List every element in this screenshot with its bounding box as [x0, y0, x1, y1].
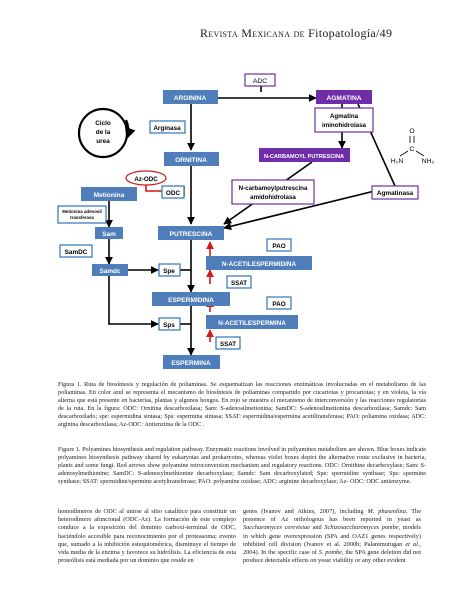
- arrow-samdc-sps: [108, 276, 159, 328]
- pao-label-1: PAO: [272, 243, 285, 250]
- agmatina-label: AGMATINA: [326, 95, 361, 102]
- arginasa-box: [149, 120, 186, 134]
- metionina-adenosil-line2: transferasa: [70, 215, 94, 220]
- spe-label: Spe: [163, 268, 175, 275]
- agmatinasa-box: [371, 185, 419, 200]
- arginina-label: ARGININA: [174, 95, 207, 102]
- odc-box: [161, 185, 185, 199]
- journal-name: Revista Mexicana de: [200, 26, 309, 40]
- n-carbamoyl-putrescina-label: N-CARBAMOYL PUTRESCINA: [264, 154, 344, 160]
- ornitina-label: ORNITINA: [175, 157, 207, 164]
- ssat-label-2: SSAT: [220, 341, 236, 348]
- amidohidrolasa-line2: amidohidrolasa: [250, 194, 296, 201]
- urea-carbon: C: [410, 146, 415, 153]
- espermidina-label: ESPERMIDINA: [168, 297, 214, 304]
- n-acetilespermidina-label: N-ACETILESPERMIDINA: [222, 261, 297, 268]
- ssat-label-1: SSAT: [231, 280, 247, 287]
- n-acetilespermina-label: N-ACETILESPERMINA: [218, 320, 286, 327]
- pao-box-2: [266, 296, 292, 310]
- spe-box: [158, 263, 181, 277]
- espermina-node: [163, 355, 220, 369]
- urea-nh2: NH₂: [422, 158, 435, 165]
- figure-caption-english: Figure 1. Polyamines biosynthesis and re…: [58, 446, 426, 486]
- odc-label: ODC: [166, 190, 181, 197]
- urea-cycle-line1: Ciclo: [95, 120, 111, 127]
- pao-label-2: PAO: [272, 301, 285, 308]
- polyamine-pathway-diagram: ADC ARGININA AGMATINA Agmatina iminohidr…: [57, 73, 435, 369]
- metionina-label: Metionina: [94, 192, 125, 199]
- az-odc-connector: [145, 185, 166, 192]
- adc-label: ADC: [253, 78, 267, 85]
- pao-box-1: [266, 238, 292, 252]
- right-species-2a: Saccharomyces cerevisiae: [243, 524, 310, 532]
- amidohidrolasa-line1: N-carbamoylputrescina: [239, 185, 308, 192]
- ssat-box-2: [215, 336, 241, 350]
- journal-page: Fitopatología/49: [308, 26, 393, 40]
- figure-caption-spanish: Figura 1. Ruta de biosíntesis y regulaci…: [58, 381, 426, 429]
- n-carbamoylputrescina-amidohidrolasa-box: [231, 179, 315, 205]
- arginina-node: [163, 90, 218, 104]
- agmatina-iminohidrolasa-box: [314, 107, 374, 133]
- ornitina-node: [164, 152, 219, 166]
- agmatina-iminohidrolasa-line2: iminohidrolasa: [322, 122, 367, 129]
- agmatina-node: [316, 90, 372, 104]
- right-text-2: The presence of Az orthologous has been …: [243, 508, 421, 524]
- metionina-adenosil-line1: Metionina adenosil: [62, 209, 102, 214]
- right-text-5: , the SPA gene deletion did not produce …: [243, 549, 421, 565]
- right-text-1: genes (Ivanov and Atkins, 2007), includi…: [243, 508, 368, 515]
- urea-oxygen: O: [409, 128, 414, 135]
- samdc-product-label: Samdc: [100, 268, 121, 275]
- body-text-right-column: genes (Ivanov and Atkins, 2007), includi…: [243, 508, 421, 565]
- running-header: Revista Mexicana de Fitopatología/49: [200, 26, 466, 41]
- metionina-node: [81, 187, 137, 201]
- espermina-label: ESPERMINA: [171, 360, 210, 367]
- urea-cycle-line3: urea: [96, 138, 110, 145]
- urea-cycle-arrow: [124, 119, 136, 140]
- right-etal: et al.: [405, 540, 420, 548]
- arginasa-label: Arginasa: [153, 125, 181, 132]
- right-and: and: [309, 524, 325, 532]
- urea-cycle-line2: de la: [96, 129, 111, 136]
- right-species-2b: Schizosaccharomyces pombe: [324, 524, 399, 532]
- right-species-4: S. pombe: [318, 549, 343, 557]
- urea-structure: O C H₂N NH₂: [391, 128, 435, 165]
- putrescina-node: [158, 226, 224, 240]
- arrow-agmatinasa-putrescina: [223, 185, 396, 231]
- body-text-left-column: homodímeros de ODC al unirse al sitio ca…: [58, 508, 236, 565]
- ssat-box-1: [226, 275, 252, 289]
- sps-label: Sps: [163, 322, 175, 329]
- samdc-label: SamDC: [65, 249, 88, 256]
- n-acetilespermidina-node: [206, 256, 312, 270]
- adc-box: [244, 73, 276, 87]
- urea-h2n: H₂N: [391, 158, 404, 165]
- n-carbamoyl-putrescina-node: [259, 148, 350, 162]
- samdc-box: [59, 244, 93, 258]
- espermidina-node: [152, 292, 230, 306]
- metionina-adenosil-transferasa-box: [57, 205, 107, 224]
- right-species-1: M. phaseolina.: [367, 508, 408, 515]
- right-text-3: , models in which gene overexpression (S…: [243, 524, 421, 548]
- putrescina-label: PUTRESCINA: [170, 231, 213, 238]
- agmatina-iminohidrolasa-line1: Agmatina: [330, 113, 359, 120]
- agmatinasa-label: Agmatinasa: [377, 190, 414, 197]
- sps-box: [158, 317, 181, 331]
- sam-node: [95, 227, 123, 239]
- sam-label: Sam: [102, 231, 116, 238]
- samdc-product-node: [92, 264, 128, 276]
- right-text-4: , 2004). In the specific case of: [243, 540, 421, 557]
- az-odc-label: Az-ODC: [134, 176, 158, 183]
- n-acetilespermina-node: [206, 315, 298, 329]
